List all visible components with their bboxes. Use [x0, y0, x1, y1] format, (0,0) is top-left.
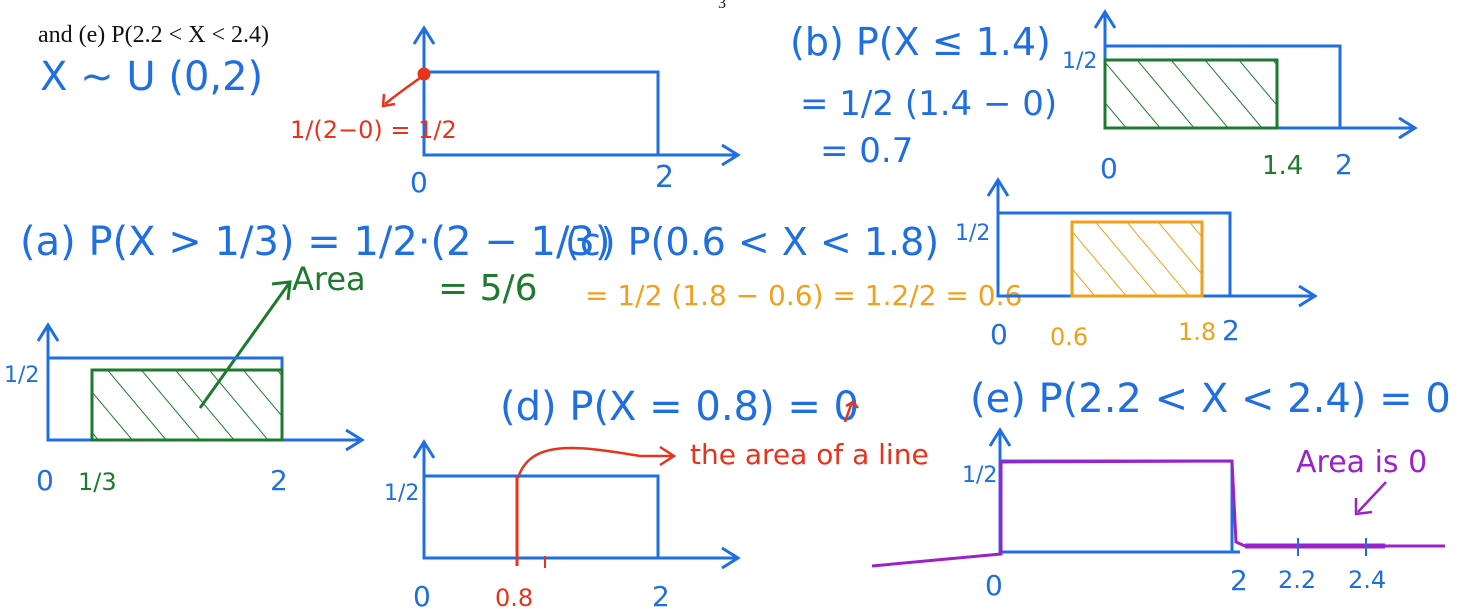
density-box [422, 70, 660, 157]
part-b-plot: 1/2 0 1.4 2 [1062, 9, 1418, 185]
density-box [422, 474, 660, 560]
axis-label-0-8: 0.8 [495, 584, 533, 612]
y-label: 1/2 [1062, 49, 1097, 74]
x-axis-arrowhead [345, 428, 365, 452]
distribution-plot: 1/(2−0) = 1/2 0 2 [290, 25, 741, 199]
y-label: 1/2 [955, 221, 990, 246]
axis-label-1-8: 1.8 [1178, 318, 1216, 346]
x-axis-arrowhead [721, 143, 741, 167]
part-d-plot: 1/2 0 0.8 2 [384, 439, 741, 613]
shaded-region [90, 368, 284, 442]
x-axis-arrowhead [1398, 116, 1418, 140]
height-fraction: 1/(2−0) = 1/2 [290, 116, 457, 144]
part-a-result: = 5/6 [438, 268, 538, 309]
part-e-note-arrow [1354, 481, 1387, 516]
part-b-step1: = 1/2 (1.4 − 0) [800, 84, 1057, 124]
part-b-label: (b) P(X ≤ 1.4) [790, 20, 1051, 64]
height-marker [417, 67, 431, 81]
axis-label-2: 2 [270, 464, 288, 497]
page-fragment: 3 [718, 0, 726, 12]
height-pointer-head [381, 93, 396, 108]
axis-label-0: 0 [1100, 152, 1118, 185]
shaded-region [1103, 58, 1279, 130]
note-text: the area of a line [690, 438, 929, 471]
distribution-statement: X ~ U (0,2) [40, 54, 263, 100]
y-label: 1/2 [4, 363, 39, 388]
axis-label-0: 0 [36, 464, 54, 497]
note-arrow [516, 446, 641, 479]
axis-label-2-2: 2.2 [1278, 566, 1316, 594]
axis-label-0-6: 0.6 [1050, 323, 1088, 351]
axis-label-2: 2 [1335, 148, 1353, 181]
area-arrowhead [271, 280, 292, 301]
density-box [998, 459, 1234, 554]
x-axis-arrowhead [1298, 284, 1318, 308]
axis-label-0: 0 [985, 569, 1003, 602]
part-e-note: Area is 0 [1296, 445, 1427, 480]
y-axis-arrowhead [986, 177, 1010, 197]
part-e-plot: 1/2 0 2 2.2 2.4 [871, 427, 1445, 602]
part-e-label: (e) P(2.2 < X < 2.4) = 0 [970, 376, 1451, 422]
axis-label-1-4: 1.4 [1262, 151, 1303, 181]
shaded-region [1070, 220, 1204, 298]
axis-label-2-4: 2.4 [1348, 566, 1386, 594]
part-c-label: (c) P(0.6 < X < 1.8) [565, 220, 939, 264]
y-axis-arrowhead [1093, 9, 1117, 29]
axis-label-2: 2 [1230, 564, 1248, 597]
part-d-note-group: the area of a line [516, 400, 929, 479]
part-c-plot: 1/2 0 0.6 1.8 2 [955, 177, 1318, 351]
axis-label-2: 2 [655, 160, 674, 195]
problem-prompt: and (e) P(2.2 < X < 2.4) [38, 22, 269, 48]
part-a-plot: 1/2 0 1/3 2 [4, 322, 365, 497]
axis-label-2: 2 [1222, 314, 1240, 347]
part-a-label: (a) P(X > 1/3) = 1/2·(2 − 1/3) [20, 219, 611, 265]
axis-label-0: 0 [413, 580, 431, 613]
axis-label-1-3: 1/3 [78, 468, 117, 496]
x-axis-arrowhead [721, 546, 741, 570]
note-arrowhead [659, 445, 677, 467]
axis-label-0: 0 [410, 166, 428, 199]
height-pointer-arrow [384, 76, 421, 105]
y-axis-arrowhead [36, 322, 60, 342]
axis-label-2: 2 [652, 580, 670, 613]
area-note: Area [292, 260, 366, 298]
axis-label-0: 0 [990, 318, 1008, 351]
y-axis-arrowhead [412, 439, 436, 459]
y-axis-arrowhead [988, 427, 1012, 447]
part-c-work: = 1/2 (1.8 − 0.6) = 1.2/2 = 0.6 [585, 279, 1022, 312]
y-label: 1/2 [962, 463, 997, 488]
y-label: 1/2 [384, 481, 419, 506]
part-d-label: (d) P(X = 0.8) = 0 [500, 384, 859, 430]
part-b-step2: = 0.7 [820, 131, 913, 171]
zero-pointer [843, 400, 859, 423]
y-axis-arrowhead [412, 25, 436, 45]
